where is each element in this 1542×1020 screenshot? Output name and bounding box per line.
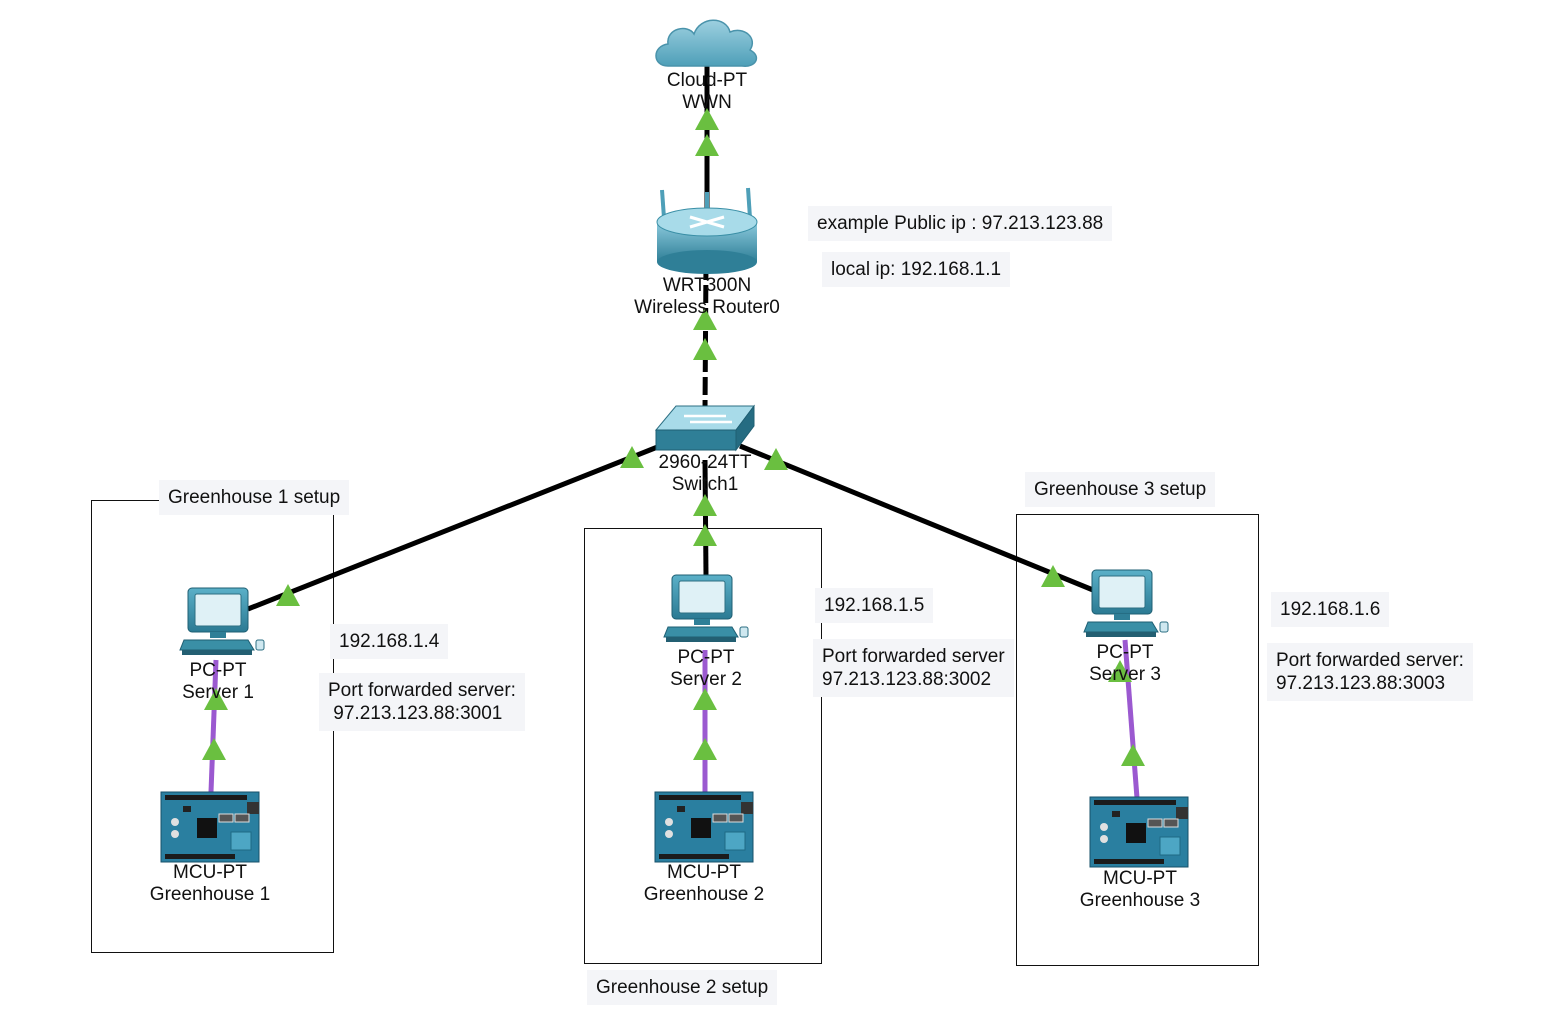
link-up-triangle [1041,565,1065,587]
mcu-2-name: Greenhouse 2 [643,884,765,905]
server-1-forward-note: Port forwarded server: 97.213.123.88:300… [319,673,525,731]
mcu-3-name: Greenhouse 3 [1079,890,1201,911]
link-switch-server1 [247,443,661,612]
link-up-triangle [693,688,717,710]
server-3-pc-icon[interactable] [1083,569,1169,638]
server-1-pc-icon[interactable] [179,587,265,656]
link-up-triangle [620,446,644,468]
greenhouse-2-title: Greenhouse 2 setup [587,970,778,1005]
server-2-label: PC-PT Server 2 [670,647,742,691]
server-2-forward-note: Port forwarded server 97.213.123.88:3002 [813,639,1014,697]
mcu-3-label: MCU-PT Greenhouse 3 [1080,868,1200,912]
server-2-model: PC-PT [677,647,735,668]
switch-label: 2960-24TT Switch1 [659,452,752,496]
cloud-model: Cloud-PT [666,70,748,91]
link-up-triangle [693,524,717,546]
server-1-name: Server 1 [182,682,254,703]
greenhouse-3-title: Greenhouse 3 setup [1025,472,1216,507]
greenhouse-1-title: Greenhouse 1 setup [159,480,350,515]
link-up-triangle [1108,660,1132,682]
server-2-ip-note: 192.168.1.5 [815,588,934,623]
server-3-forward-note: Port forwarded server: 97.213.123.88:300… [1267,643,1473,701]
mcu-greenhouse-1-icon[interactable] [160,791,260,863]
cloud-label: Cloud-PT WWN [667,70,747,114]
iot-links [208,639,1140,799]
link-up-indicators [202,108,1145,766]
local-ip-note: local ip: 192.168.1.1 [822,252,1011,287]
server-1-model: PC-PT [189,660,247,681]
server-2-pc-icon[interactable] [663,574,749,643]
mcu-greenhouse-2-icon[interactable] [654,791,754,863]
link-up-triangle [695,134,719,156]
mcu-greenhouse-3-icon[interactable] [1089,796,1189,868]
server-3-ip-note: 192.168.1.6 [1271,592,1390,627]
link-up-triangle [202,738,226,760]
server-3-model: PC-PT [1096,642,1154,663]
link-up-triangle [1121,744,1145,766]
link-switch-server3 [739,443,1094,593]
public-ip-note: example Public ip : 97.213.123.88 [808,206,1113,241]
switch-model: 2960-24TT [658,452,752,473]
cloud-icon[interactable] [655,19,758,67]
server-3-label: PC-PT Server 3 [1089,642,1161,686]
server-1-ip-note: 192.168.1.4 [330,624,449,659]
router-name: Wireless Router0 [634,297,780,318]
link-up-triangle [764,448,788,470]
link-up-triangle [276,584,300,606]
link-up-triangle [693,338,717,360]
link-up-triangle [693,738,717,760]
cloud-name: WWN [682,92,732,113]
ethernet-links [247,58,1094,612]
wireless-router-icon[interactable] [656,187,758,274]
link-server1-mcu1 [208,659,219,793]
mcu-3-model: MCU-PT [1103,868,1177,889]
router-model: WRT300N [662,275,752,296]
mcu-1-model: MCU-PT [173,862,247,883]
mcu-1-label: MCU-PT Greenhouse 1 [150,862,270,906]
link-router-switch [702,261,709,411]
link-up-triangle [693,308,717,330]
link-up-triangle [204,688,228,710]
link-up-triangle [693,494,717,516]
server-2-name: Server 2 [670,669,742,690]
link-up-triangle [695,108,719,130]
server-3-name: Server 3 [1089,664,1161,685]
link-switch-server2 [702,459,709,577]
switch-name: Switch1 [671,474,739,495]
greenhouse-3-frame [1016,514,1259,966]
mcu-1-name: Greenhouse 1 [149,884,271,905]
switch-icon[interactable] [654,404,755,452]
router-label: WRT300N Wireless Router0 [634,275,780,319]
link-server3-mcu3 [1122,639,1140,799]
server-1-label: PC-PT Server 1 [182,660,254,704]
mcu-2-label: MCU-PT Greenhouse 2 [644,862,764,906]
mcu-2-model: MCU-PT [667,862,741,883]
